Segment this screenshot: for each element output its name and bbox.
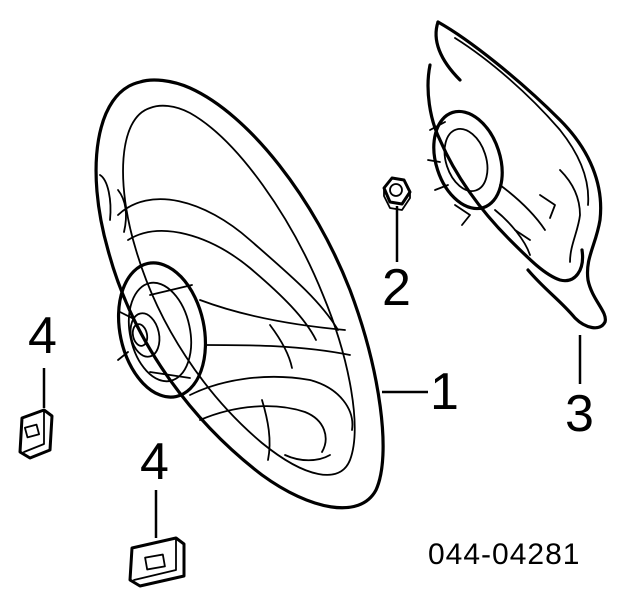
callout-steering-wheel: 1	[430, 363, 459, 421]
diagram-code: 044-04281	[428, 538, 581, 571]
clip-left-part	[18, 408, 54, 460]
callout-airbag-pad: 3	[565, 385, 594, 443]
nut-part	[382, 176, 412, 211]
callout-nut: 2	[382, 259, 411, 317]
callout-clip-left: 4	[28, 307, 57, 365]
clip-bottom-part	[128, 536, 186, 588]
airbag-pad-part	[426, 20, 607, 330]
callout-clip-bottom: 4	[140, 433, 169, 491]
steering-wheel-part	[94, 78, 385, 510]
